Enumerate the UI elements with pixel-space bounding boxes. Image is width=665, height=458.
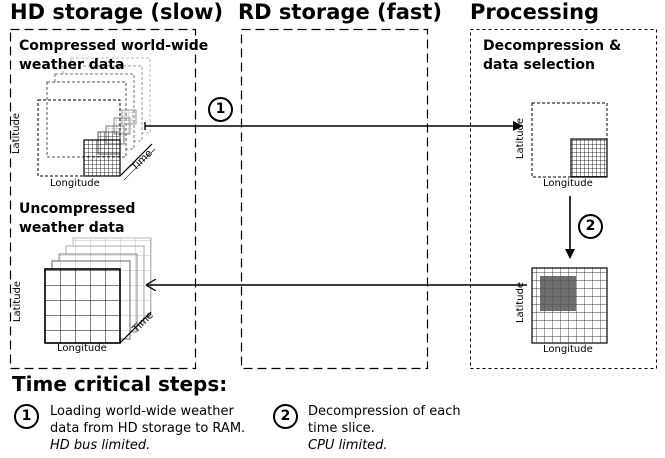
decompressed-slice (531, 102, 608, 178)
latitude-label-bottom: Latitude (12, 280, 24, 323)
step-2-legend-badge: 2 (273, 404, 298, 429)
uncompressed-data-title: Uncompressed weather data (19, 201, 136, 236)
data-selection-grid (531, 267, 608, 344)
rd-storage-box (240, 28, 429, 370)
column-title-hd: HD storage (slow) (10, 0, 224, 24)
time-axis-top (119, 143, 153, 177)
step-1-badge: 1 (208, 97, 233, 122)
compressed-data-stack (37, 57, 151, 177)
step-2-description: Decompression of each time slice. CPU li… (308, 404, 461, 453)
column-title-processing: Processing (470, 0, 600, 24)
longitude-label-decompressed: Longitude (543, 178, 593, 189)
step-2-badge: 2 (578, 214, 603, 239)
latitude-label-decompressed: Latitude (515, 117, 527, 160)
uncompressed-data-stack (44, 237, 152, 344)
hd-storage-box (9, 28, 197, 370)
longitude-label-bottom: Longitude (57, 343, 107, 354)
column-title-rd: RD storage (fast) (238, 0, 443, 24)
latitude-label-top: Latitude (11, 112, 23, 155)
compressed-data-title: Compressed world-wide weather data (19, 38, 209, 73)
steps-title: Time critical steps: (12, 372, 228, 396)
latitude-label-selection: Latitude (515, 281, 527, 324)
step-1-description: Loading world-wide weather data from HD … (50, 404, 246, 453)
time-axis-bottom (119, 311, 152, 344)
processing-block-title: Decompression & data selection (483, 38, 622, 73)
longitude-label-top: Longitude (50, 178, 100, 189)
longitude-label-selection: Longitude (543, 344, 593, 355)
processing-box (470, 29, 657, 369)
step-1-legend-badge: 1 (14, 404, 39, 429)
